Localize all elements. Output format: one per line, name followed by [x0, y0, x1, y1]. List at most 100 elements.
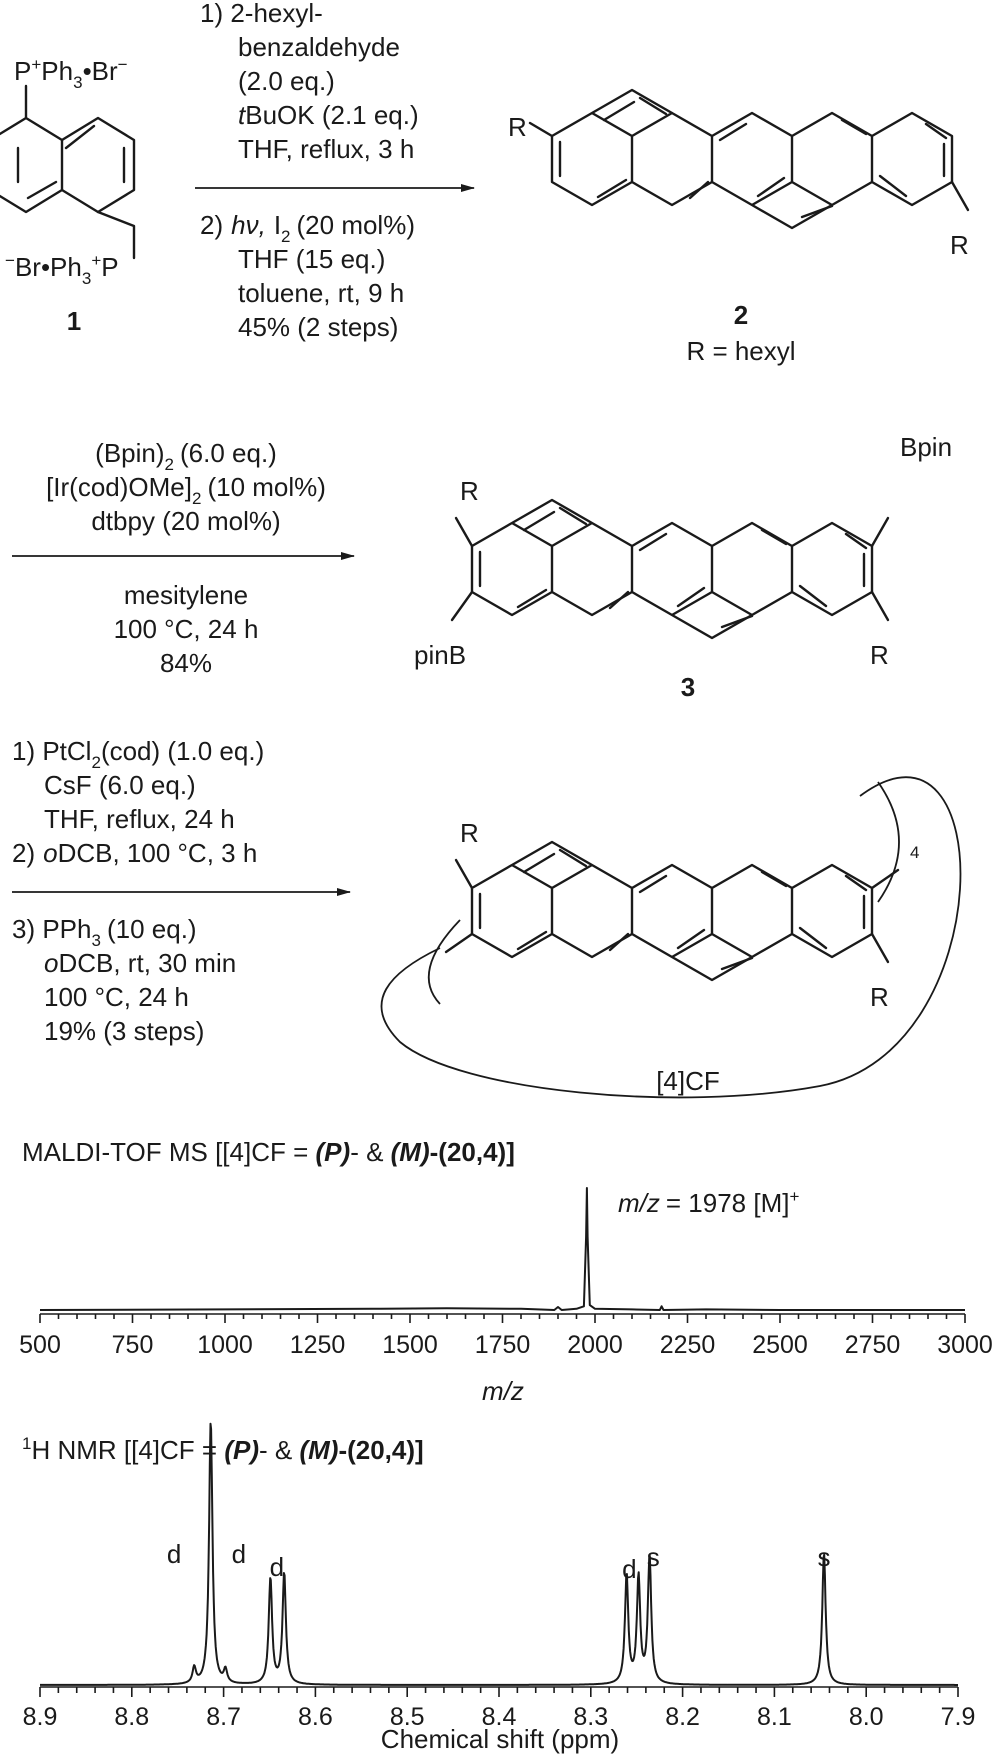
- cmpd3-pinb-bond: [450, 590, 474, 622]
- ms-x-tick-label: 1000: [197, 1331, 253, 1359]
- ms-chart: MALDI-TOF MS [[4]CF = (P)- & (M)-(20,4)]…: [19, 1137, 993, 1406]
- cmpd2-double-bonds: [558, 96, 948, 219]
- step3-line: 3) PPh3(10 eq.): [12, 914, 197, 950]
- nmr-chart: 1H NMR [[4]CF = (P)- & (M)-(20,4)] 8.9 8.…: [22, 1422, 976, 1754]
- product-r-bond-right: [870, 932, 890, 964]
- product-r-left: R: [460, 818, 479, 848]
- ms-chart-title: MALDI-TOF MS [[4]CF = (P)- & (M)-(20,4)]: [22, 1137, 515, 1167]
- step3-line: THF, reflux, 24 h: [44, 804, 235, 834]
- cmpd3-r-right: R: [870, 640, 889, 670]
- step3-line: CsF (6.0 eq.): [44, 770, 196, 800]
- cmpd3-pinb: pinB: [414, 640, 466, 670]
- product-double-bonds: [478, 848, 868, 971]
- nmr-peak-label: d: [270, 1552, 284, 1582]
- step1-line-hv: 2)hν,I2(20 mol%): [200, 210, 415, 246]
- step1-conditions: 1) 2-hexyl- benzaldehyde (2.0 eq.) tBuOK…: [195, 0, 475, 342]
- step3-line: 19% (3 steps): [44, 1016, 204, 1046]
- step2-line-ir: [Ir(cod)OMe]2(10 mol%): [46, 472, 326, 508]
- step1-line: THF (15 eq.): [238, 244, 385, 274]
- ms-x-tick-label: 500: [19, 1331, 61, 1359]
- cmpd2-r-left: R: [508, 112, 527, 142]
- ms-x-tick-label: 1500: [382, 1331, 438, 1359]
- product-r-right: R: [870, 982, 889, 1012]
- step3-line: 2)oDCB, 100 °C, 3 h: [12, 838, 257, 868]
- ms-peak-annotation: m/z= 1978 [M]+: [618, 1187, 799, 1218]
- cmpd1-bottom-group: −Br•Ph3+P: [5, 251, 119, 288]
- step1-line-tbuok: tBuOK (2.1 eq.): [238, 100, 419, 130]
- step1-line: 1) 2-hexyl-: [200, 0, 323, 28]
- ms-x-tick-label: 2000: [567, 1331, 623, 1359]
- cmpd3-double-bonds: [478, 506, 868, 629]
- ms-series-line: [39, 1187, 965, 1311]
- ms-x-tick-label: 2250: [660, 1331, 716, 1359]
- compound-1-label: 1: [67, 306, 81, 336]
- cmpd1-lower-ch2: [96, 210, 136, 260]
- product-repeat-bracket-right: [877, 781, 900, 903]
- nmr-chart-title: 1H NMR [[4]CF = (P)- & (M)-(20,4)]: [22, 1434, 424, 1465]
- cmpd3-bpin: Bpin: [900, 432, 952, 462]
- ms-x-tick-label: 1250: [290, 1331, 346, 1359]
- product-4cf-structure: R R 4 [4]CF: [380, 776, 962, 1099]
- nmr-x-tick-label: 8.0: [849, 1703, 884, 1731]
- ms-x-axis-label: m/z: [482, 1376, 524, 1406]
- cmpd2-r-bond-left: [528, 121, 554, 138]
- compound-1-structure: P+Ph3•Br− −Br•Ph3+P 1: [0, 55, 136, 336]
- compound-2-label: 2: [734, 300, 748, 330]
- nmr-x-tick-label: 8.1: [757, 1703, 792, 1731]
- step3-line: 100 °C, 24 h: [44, 982, 189, 1012]
- nmr-x-tick-label: 8.4: [482, 1703, 517, 1731]
- product-r-bond-left: [454, 858, 474, 890]
- step2-line: mesitylene: [124, 580, 248, 610]
- cmpd3-r-left: R: [460, 476, 479, 506]
- step1-line: (2.0 eq.): [238, 66, 335, 96]
- compound-2-structure: R R 2 R = hexyl: [508, 88, 970, 366]
- cmpd3-r-bond-left: [454, 516, 474, 548]
- step3-line: oDCB, rt, 30 min: [44, 948, 236, 978]
- cmpd2-r-right: R: [950, 230, 969, 260]
- cmpd2-r-bond-right: [950, 180, 970, 212]
- nmr-peak-label: d: [167, 1539, 181, 1569]
- product-repeat-count: 4: [910, 843, 919, 862]
- ms-x-tick-label: 750: [112, 1331, 154, 1359]
- nmr-trace: [39, 1422, 959, 1686]
- product-repeat-bracket-left: [427, 919, 461, 1005]
- product-link-left: [444, 932, 474, 954]
- nmr-peak-label: s: [817, 1542, 830, 1572]
- nmr-series-line: [39, 1422, 959, 1686]
- step1-line: toluene, rt, 9 h: [238, 278, 404, 308]
- step3-line: 1) PtCl2(cod) (1.0 eq.): [12, 736, 264, 772]
- naphthalene-double-bonds: [16, 124, 126, 200]
- step1-line: 45% (2 steps): [238, 312, 398, 342]
- step2-conditions: (Bpin)2(6.0 eq.) [Ir(cod)OMe]2(10 mol%) …: [12, 438, 355, 678]
- nmr-x-tick-label: 8.6: [298, 1703, 333, 1731]
- naphthalene-right-ring: [60, 116, 136, 214]
- ms-x-tick-label: 1750: [475, 1331, 531, 1359]
- nmr-peak-label: d: [622, 1554, 636, 1584]
- nmr-peak-label: s: [647, 1542, 660, 1572]
- ms-x-tick-label: 2750: [845, 1331, 901, 1359]
- step1-line: THF, reflux, 3 h: [238, 134, 414, 164]
- step3-conditions: 1) PtCl2(cod) (1.0 eq.) CsF (6.0 eq.) TH…: [12, 736, 351, 1046]
- cmpd3-r-bond-right: [870, 590, 890, 622]
- nmr-x-tick-label: 7.9: [941, 1703, 976, 1731]
- cmpd3-rings: [470, 498, 874, 640]
- nmr-x-axis-label: Chemical shift (ppm): [381, 1724, 619, 1754]
- cmpd3-bpin-bond: [870, 516, 890, 548]
- compound-3-label: 3: [681, 672, 695, 702]
- cmpd2-rings: [550, 88, 954, 230]
- ms-x-tick-label: 2500: [752, 1331, 808, 1359]
- step2-line-bpin: (Bpin)2(6.0 eq.): [95, 438, 277, 474]
- nmr-x-tick-label: 8.5: [390, 1703, 425, 1731]
- nmr-x-tick-label: 8.2: [665, 1703, 700, 1731]
- step2-line-dtbpy: dtbpy (20 mol%): [91, 506, 280, 536]
- ms-x-tick-label: 3000: [937, 1331, 993, 1359]
- product-macrocycle-loop: [380, 776, 962, 1099]
- compound-2-r-definition: R = hexyl: [686, 336, 795, 366]
- nmr-x-tick-label: 8.9: [23, 1703, 58, 1731]
- ms-trace: [39, 1187, 965, 1311]
- nmr-x-tick-label: 8.8: [114, 1703, 149, 1731]
- step2-line: 100 °C, 24 h: [114, 614, 259, 644]
